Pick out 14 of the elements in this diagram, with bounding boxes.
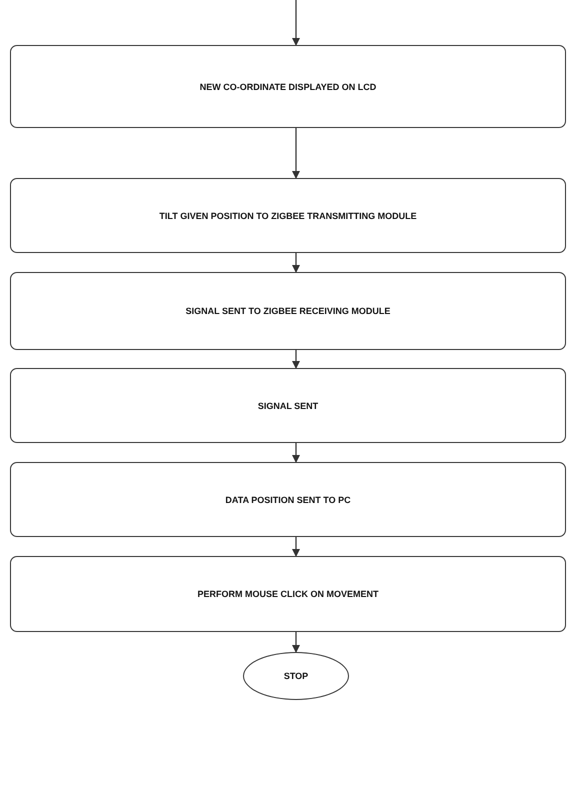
arrow	[292, 443, 300, 463]
process-box: PERFORM MOUSE CLICK ON MOVEMENT	[10, 556, 566, 632]
arrow	[292, 128, 300, 179]
process-box: SIGNAL SENT	[10, 368, 566, 443]
process-box: SIGNAL SENT TO ZIGBEE RECEIVING MODULE	[10, 272, 566, 350]
process-box: TILT GIVEN POSITION TO ZIGBEE TRANSMITTING MODULE	[10, 178, 566, 253]
arrow	[292, 350, 300, 369]
terminal-ellipse: STOP	[243, 652, 349, 700]
process-box: NEW CO-ORDINATE DISPLAYED ON LCD	[10, 45, 566, 128]
arrow	[292, 253, 300, 273]
arrow	[292, 632, 300, 653]
process-box: DATA POSITION SENT TO PC	[10, 462, 566, 537]
arrow	[292, 537, 300, 557]
arrow	[292, 0, 300, 46]
